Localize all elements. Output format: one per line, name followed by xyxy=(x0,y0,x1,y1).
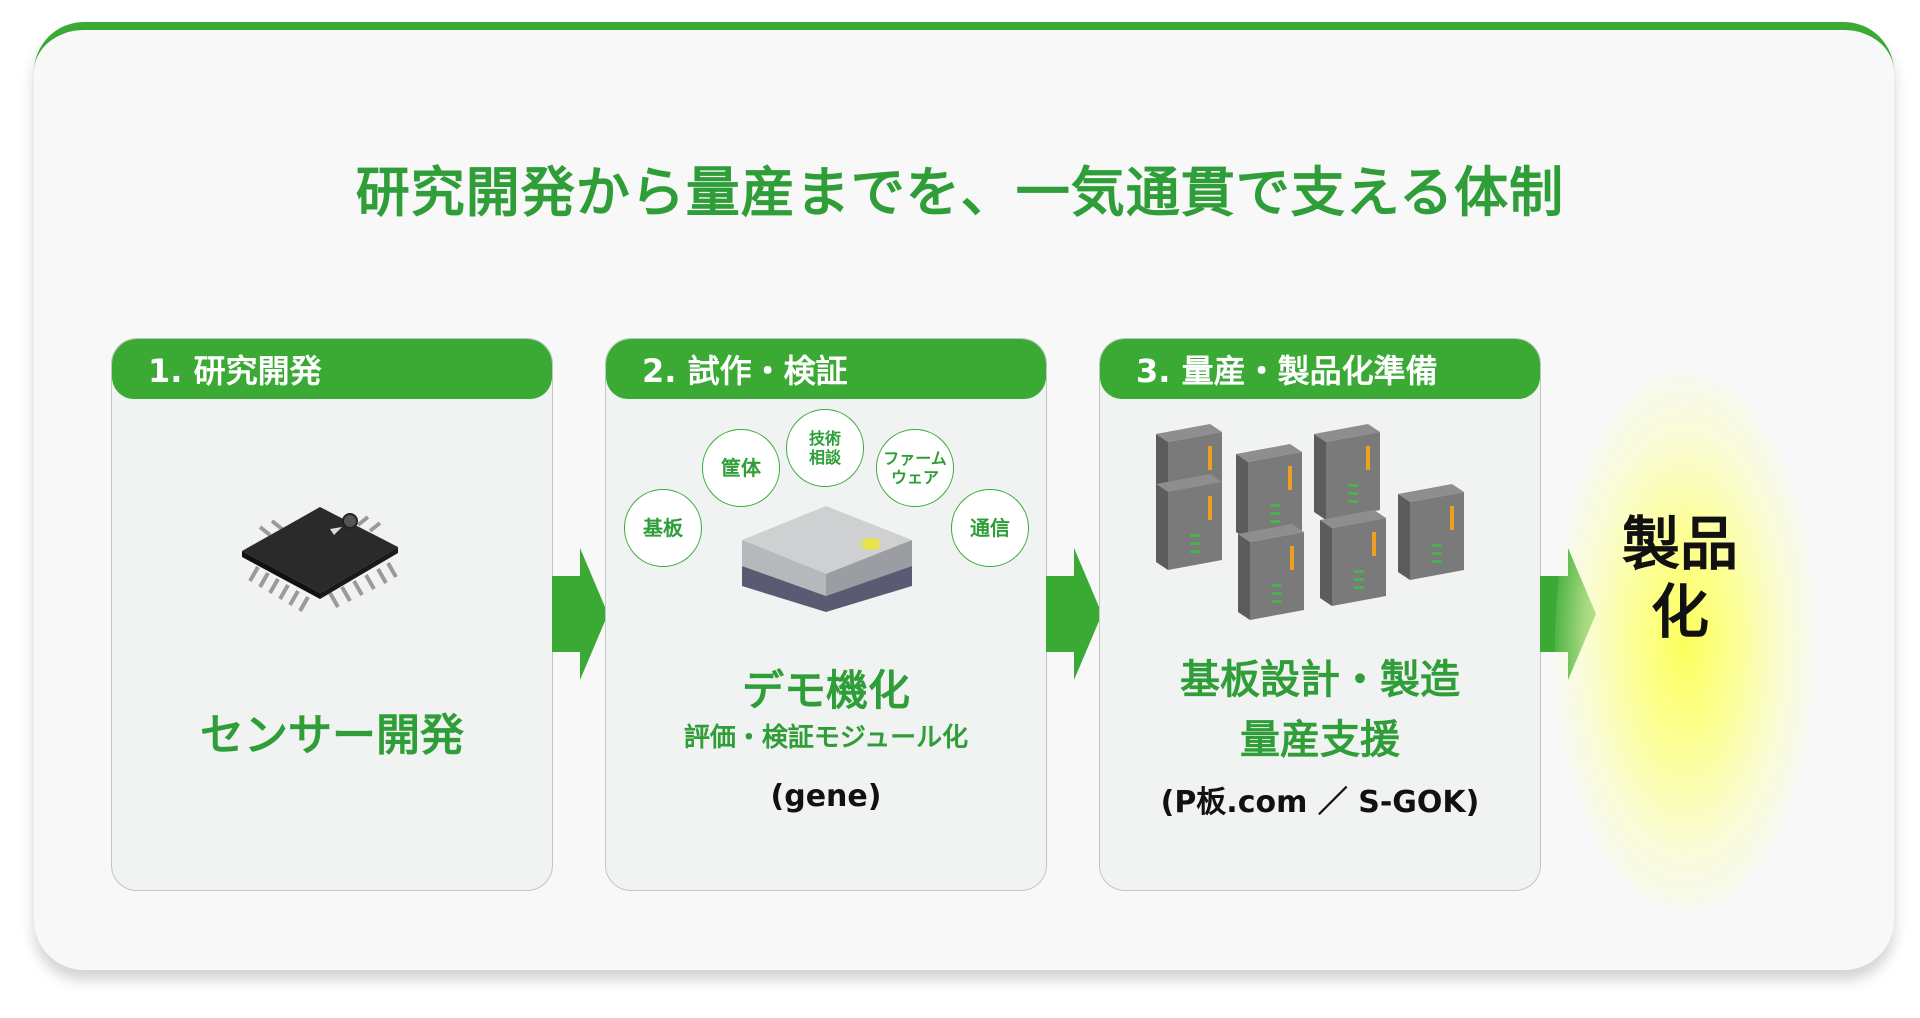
arrow-right-icon xyxy=(552,548,608,680)
step-note: (P板.com ／ S-GOK) xyxy=(1160,785,1480,820)
step-card-prototype: 2. 試作・検証 基板 筐体 技術 相談 ファーム ウェア 通信 デモ機化 評価… xyxy=(605,338,1047,891)
step-header: 2. 試作・検証 xyxy=(606,339,1046,399)
page-title: 研究開発から量産までを、一気通貫で支える体制 xyxy=(355,161,1565,224)
final-glow xyxy=(1555,372,1815,912)
step-header: 3. 量産・製品化準備 xyxy=(1100,339,1540,399)
step-card-production: 3. 量産・製品化準備 基板設計・製造 量産支援 (P板.com ／ S-GOK… xyxy=(1099,338,1541,891)
bubble-enclosure: 筐体 xyxy=(702,429,780,507)
step-card-research: 1. 研究開発 センサー開発 xyxy=(111,338,553,891)
bubble-board: 基板 xyxy=(624,489,702,567)
chip-icon xyxy=(242,507,398,612)
step-main-label: センサー開発 xyxy=(200,710,464,761)
step-header: 1. 研究開発 xyxy=(112,339,552,399)
arrow-right-icon xyxy=(1046,548,1102,680)
step-main-label: デモ機化 xyxy=(741,666,910,715)
step-main-label-2: 量産支援 xyxy=(1240,717,1400,763)
bubble-firmware: ファーム ウェア xyxy=(876,429,954,507)
device-box-icon xyxy=(742,506,912,612)
bubble-communication: 通信 xyxy=(951,489,1029,567)
final-label: 製品化 xyxy=(1621,510,1738,646)
bubble-consulting: 技術 相談 xyxy=(786,409,864,487)
step-note: (gene) xyxy=(770,779,882,814)
server-rack-icon xyxy=(1156,424,1464,620)
step-sub-label: 評価・検証モジュール化 xyxy=(683,723,969,753)
step-main-label-1: 基板設計・製造 xyxy=(1180,657,1460,703)
